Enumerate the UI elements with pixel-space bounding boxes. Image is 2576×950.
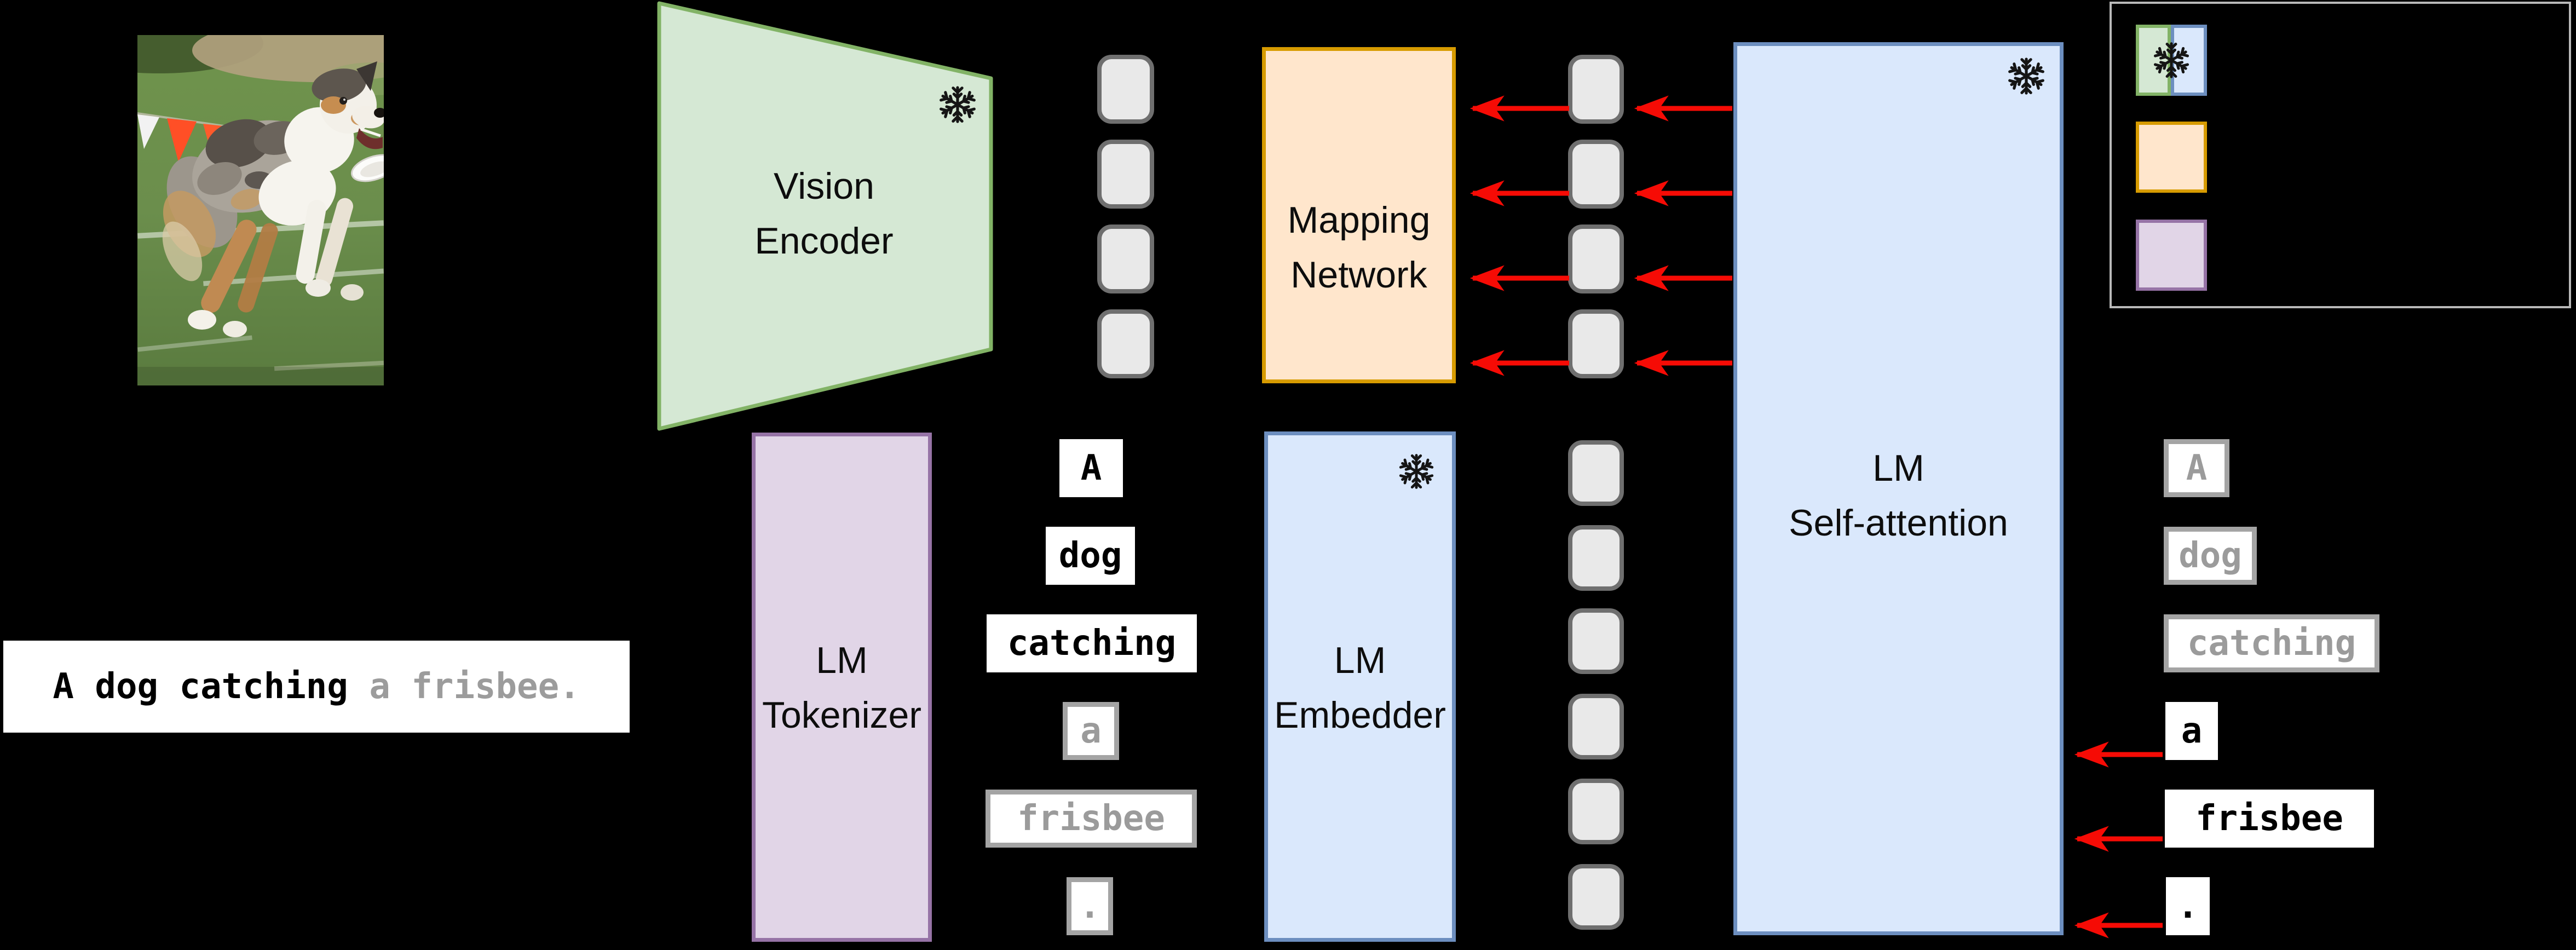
- frozen-snowflake-icon: [2006, 56, 2047, 96]
- lm-tokenizer-label: LM Tokenizer: [762, 640, 922, 736]
- input-token: frisbee: [986, 790, 1197, 848]
- output-token: .: [2166, 877, 2210, 935]
- mapping-network-block: [1262, 47, 1456, 383]
- frozen-snowflake-icon: [1397, 452, 1436, 491]
- soft-prompt-token: [1568, 224, 1624, 293]
- output-token: dog: [2164, 527, 2257, 585]
- input-token: catching: [987, 614, 1197, 672]
- lm-embedder-block: [1264, 431, 1456, 942]
- legend-swatch-tokenizer: [2136, 220, 2207, 291]
- output-token: A: [2164, 439, 2229, 497]
- text-embedding-token: [1568, 440, 1624, 506]
- text-embedding-token: [1568, 864, 1624, 930]
- soft-prompt-token: [1568, 140, 1624, 209]
- input-token: dog: [1046, 527, 1135, 585]
- vision-encoder-label: Vision Encoder: [754, 165, 894, 262]
- soft-prompt-token: [1568, 55, 1624, 124]
- text-embedding-token: [1568, 694, 1624, 759]
- input-token: .: [1067, 877, 1113, 935]
- lm-self-attention-block: [1733, 42, 2064, 935]
- output-token: frisbee: [2165, 790, 2374, 848]
- legend-swatch-mapping-network: [2136, 122, 2207, 193]
- text-embedding-token: [1568, 525, 1624, 591]
- vision-embedding-token: [1097, 224, 1154, 293]
- caption-box: A dog catching a frisbee.: [3, 641, 630, 733]
- legend-swatch-frozen: [2136, 25, 2207, 96]
- lm-self-attention-label: LM Self-attention: [1789, 447, 2008, 544]
- output-token: a: [2165, 702, 2218, 760]
- frozen-snowflake-icon: [937, 84, 978, 125]
- vision-encoder-block: [657, 1, 993, 431]
- output-token: catching: [2164, 614, 2379, 672]
- caption-gray-text: a frisbee.: [369, 666, 580, 707]
- text-embedding-token: [1568, 608, 1624, 674]
- mapping-network-label: Mapping Network: [1287, 199, 1431, 296]
- vision-embedding-token: [1097, 140, 1154, 209]
- caption-black-text: A dog catching: [53, 666, 370, 707]
- soft-prompt-token: [1568, 309, 1624, 378]
- input-token: A: [1059, 439, 1123, 497]
- dog-photo: [137, 35, 384, 385]
- legend: [2110, 2, 2571, 308]
- frozen-snowflake-icon: [2152, 41, 2191, 80]
- text-embedding-token: [1568, 779, 1624, 844]
- vision-embedding-token: [1097, 309, 1154, 378]
- lm-tokenizer-block: [752, 433, 932, 942]
- vision-embedding-token: [1097, 55, 1154, 124]
- input-token: a: [1063, 702, 1119, 760]
- lm-embedder-label: LM Embedder: [1274, 640, 1446, 736]
- dog-figure: [162, 61, 384, 337]
